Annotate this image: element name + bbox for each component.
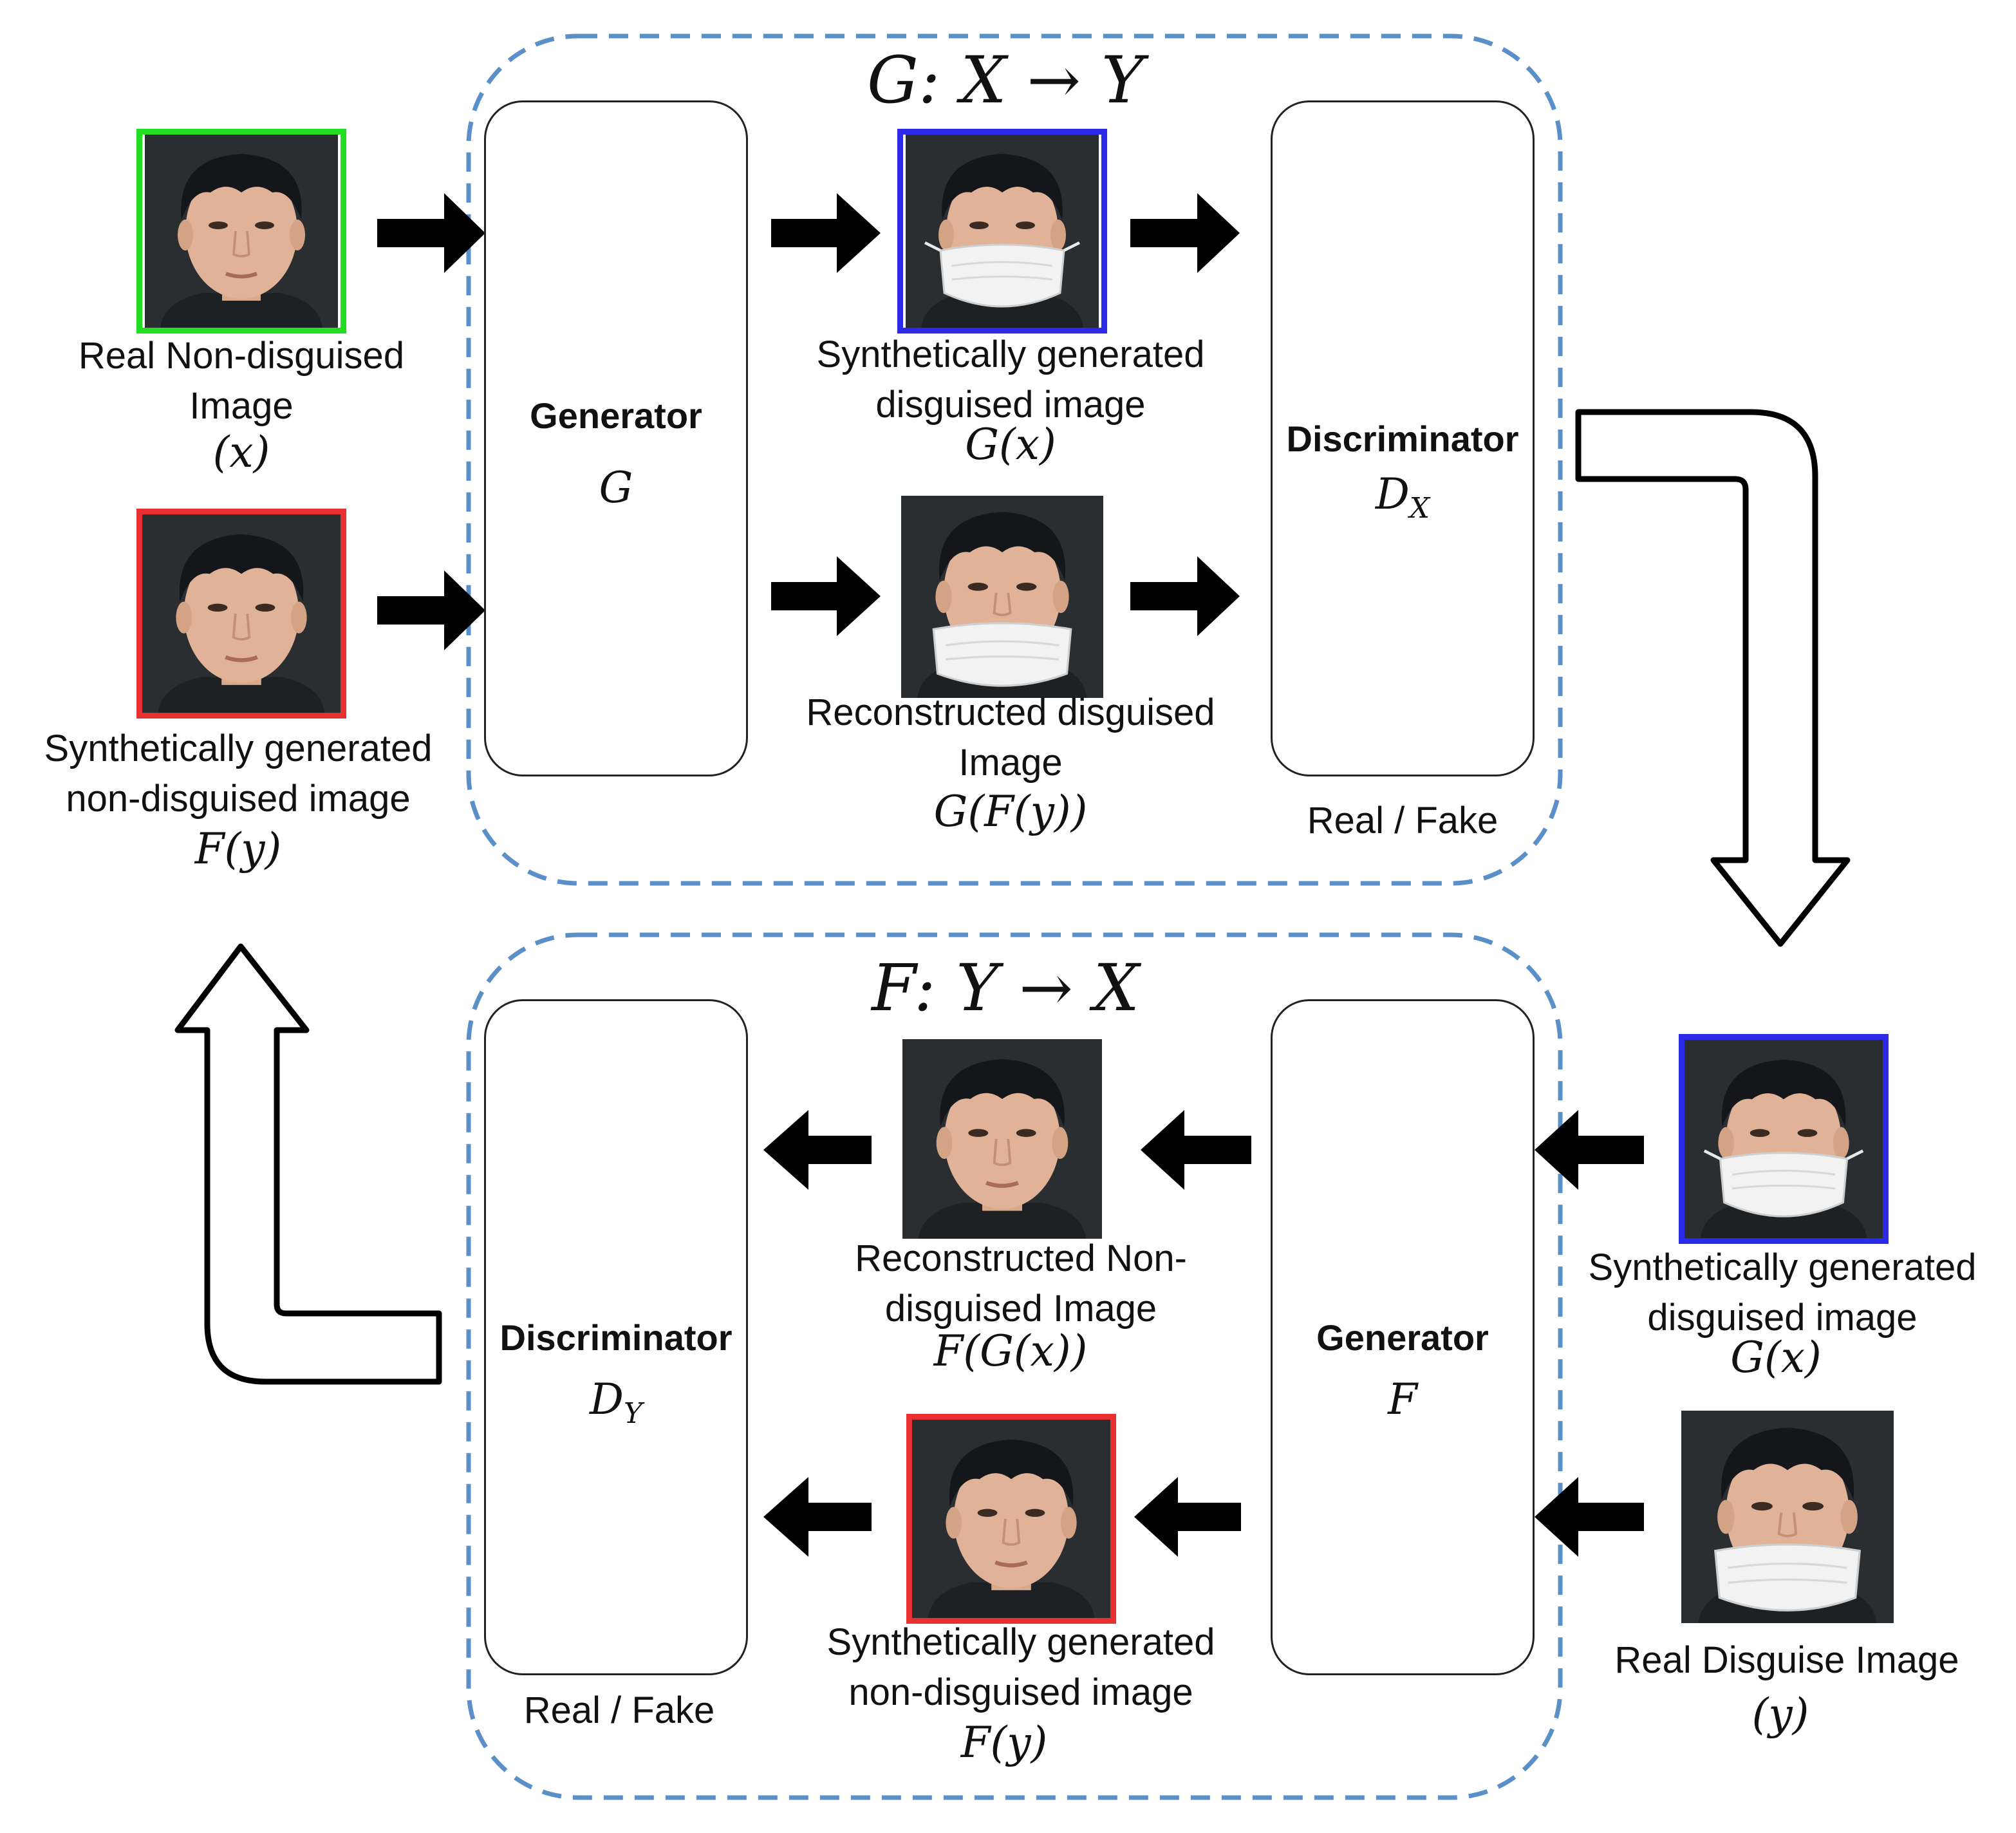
discriminator-dy-symbol: DY (590, 1375, 642, 1431)
generator-g-symbol: G (599, 463, 633, 512)
arrow-y-input-to-generator-f (1535, 1477, 1644, 1557)
synthetic-nondisguised-fy-image (906, 1414, 1116, 1624)
discriminator-dx-box: Discriminator DX (1271, 100, 1535, 776)
synthetic-disguised-gx-label-1: Synthetically generated (816, 334, 1205, 375)
arrow-generator-to-gx (771, 193, 881, 273)
generator-f-label: Generator (1316, 1317, 1489, 1358)
discriminator-dy-output: Real / Fake (523, 1689, 715, 1731)
arrow-fgx-to-discriminator (763, 1110, 872, 1190)
synthetic-disguised-input-image (1679, 1034, 1889, 1244)
synthetic-disguised-gx-label-2: disguised image (875, 384, 1146, 426)
discriminator-dy-label: Discriminator (499, 1317, 733, 1358)
forward-mapping-title: G: X → Y (867, 42, 1144, 118)
synthetic-nondisguised-input-label-2: non-disguised image (66, 778, 411, 820)
arrow-generator-f-to-fy (1134, 1477, 1241, 1557)
real-nondisguised-label-1: Real Non-disguised (78, 335, 405, 377)
forward-group-border (466, 33, 1563, 886)
synthetic-nondisguised-input-label-1: Synthetically generated (44, 728, 433, 769)
discriminator-dx-output: Real / Fake (1307, 800, 1498, 841)
real-disguise-image (1681, 1407, 1894, 1626)
face-photo (142, 514, 341, 713)
face-photo (142, 135, 341, 328)
reconstructed-disguised-math: G(F(y)) (933, 787, 1088, 836)
synthetic-nondisguised-fy-label-1: Synthetically generated (826, 1621, 1215, 1663)
face-photo (901, 496, 1103, 698)
real-disguise-math: (y) (1751, 1689, 1809, 1739)
reconstructed-nondisguised-image (901, 1039, 1103, 1239)
reconstructed-nondisguised-label-1: Reconstructed Non- (855, 1237, 1187, 1279)
synthetic-disguised-gx-math: G(x) (965, 420, 1056, 469)
synthetic-disguised-input-label-1: Synthetically generated (1588, 1246, 1977, 1288)
synthetic-nondisguised-fy-math: F(y) (960, 1718, 1048, 1767)
generator-f-symbol: F (1388, 1375, 1417, 1424)
arrow-x-to-generator (377, 193, 485, 273)
generator-g-label: Generator (530, 395, 702, 436)
face-photo (901, 1039, 1103, 1239)
arrow-gfy-to-discriminator (1130, 556, 1240, 636)
flow-arrow-down (1575, 409, 1851, 947)
synthetic-disguised-input-label-2: disguised image (1647, 1297, 1918, 1339)
real-disguise-label: Real Disguise Image (1614, 1639, 1959, 1681)
flow-arrow-up (174, 943, 442, 1385)
reconstructed-nondisguised-label-2: disguised Image (884, 1288, 1157, 1330)
real-nondisguised-image (136, 129, 346, 334)
generator-f-box: Generator F (1271, 999, 1535, 1675)
generator-g-box: Generator G (484, 100, 748, 776)
synthetic-nondisguised-input-image (136, 509, 346, 719)
reconstructed-disguised-image (901, 496, 1103, 698)
face-photo (1685, 1040, 1883, 1238)
synthetic-nondisguised-fy-label-2: non-disguised image (848, 1671, 1193, 1713)
synthetic-nondisguised-input-math: F(y) (194, 824, 282, 874)
face-photo (903, 135, 1101, 328)
arrow-generator-to-gfy (771, 556, 881, 636)
synthetic-disguised-gx-image (897, 129, 1107, 334)
reconstructed-disguised-label-1: Reconstructed disguised (806, 691, 1215, 733)
real-nondisguised-math: (x) (212, 428, 270, 477)
backward-mapping-title: F: Y → X (872, 950, 1139, 1026)
discriminator-dy-box: Discriminator DY (484, 999, 748, 1675)
arrow-generator-f-to-fgx (1141, 1110, 1251, 1190)
synthetic-disguised-input-math: G(x) (1730, 1333, 1822, 1382)
face-photo (1681, 1407, 1894, 1626)
arrow-fy-to-generator (377, 570, 485, 650)
reconstructed-disguised-label-2: Image (958, 742, 1063, 784)
discriminator-dx-symbol: DX (1375, 469, 1430, 525)
arrow-fy-to-discriminator (763, 1477, 872, 1557)
backward-group-border (466, 932, 1563, 1800)
arrow-gx-to-discriminator (1130, 193, 1240, 273)
discriminator-dx-label: Discriminator (1286, 418, 1519, 459)
arrow-gx-input-to-generator-f (1535, 1110, 1644, 1190)
reconstructed-nondisguised-math: F(G(x)) (933, 1326, 1088, 1376)
real-nondisguised-label-2: Image (189, 385, 294, 427)
face-photo (912, 1420, 1110, 1618)
